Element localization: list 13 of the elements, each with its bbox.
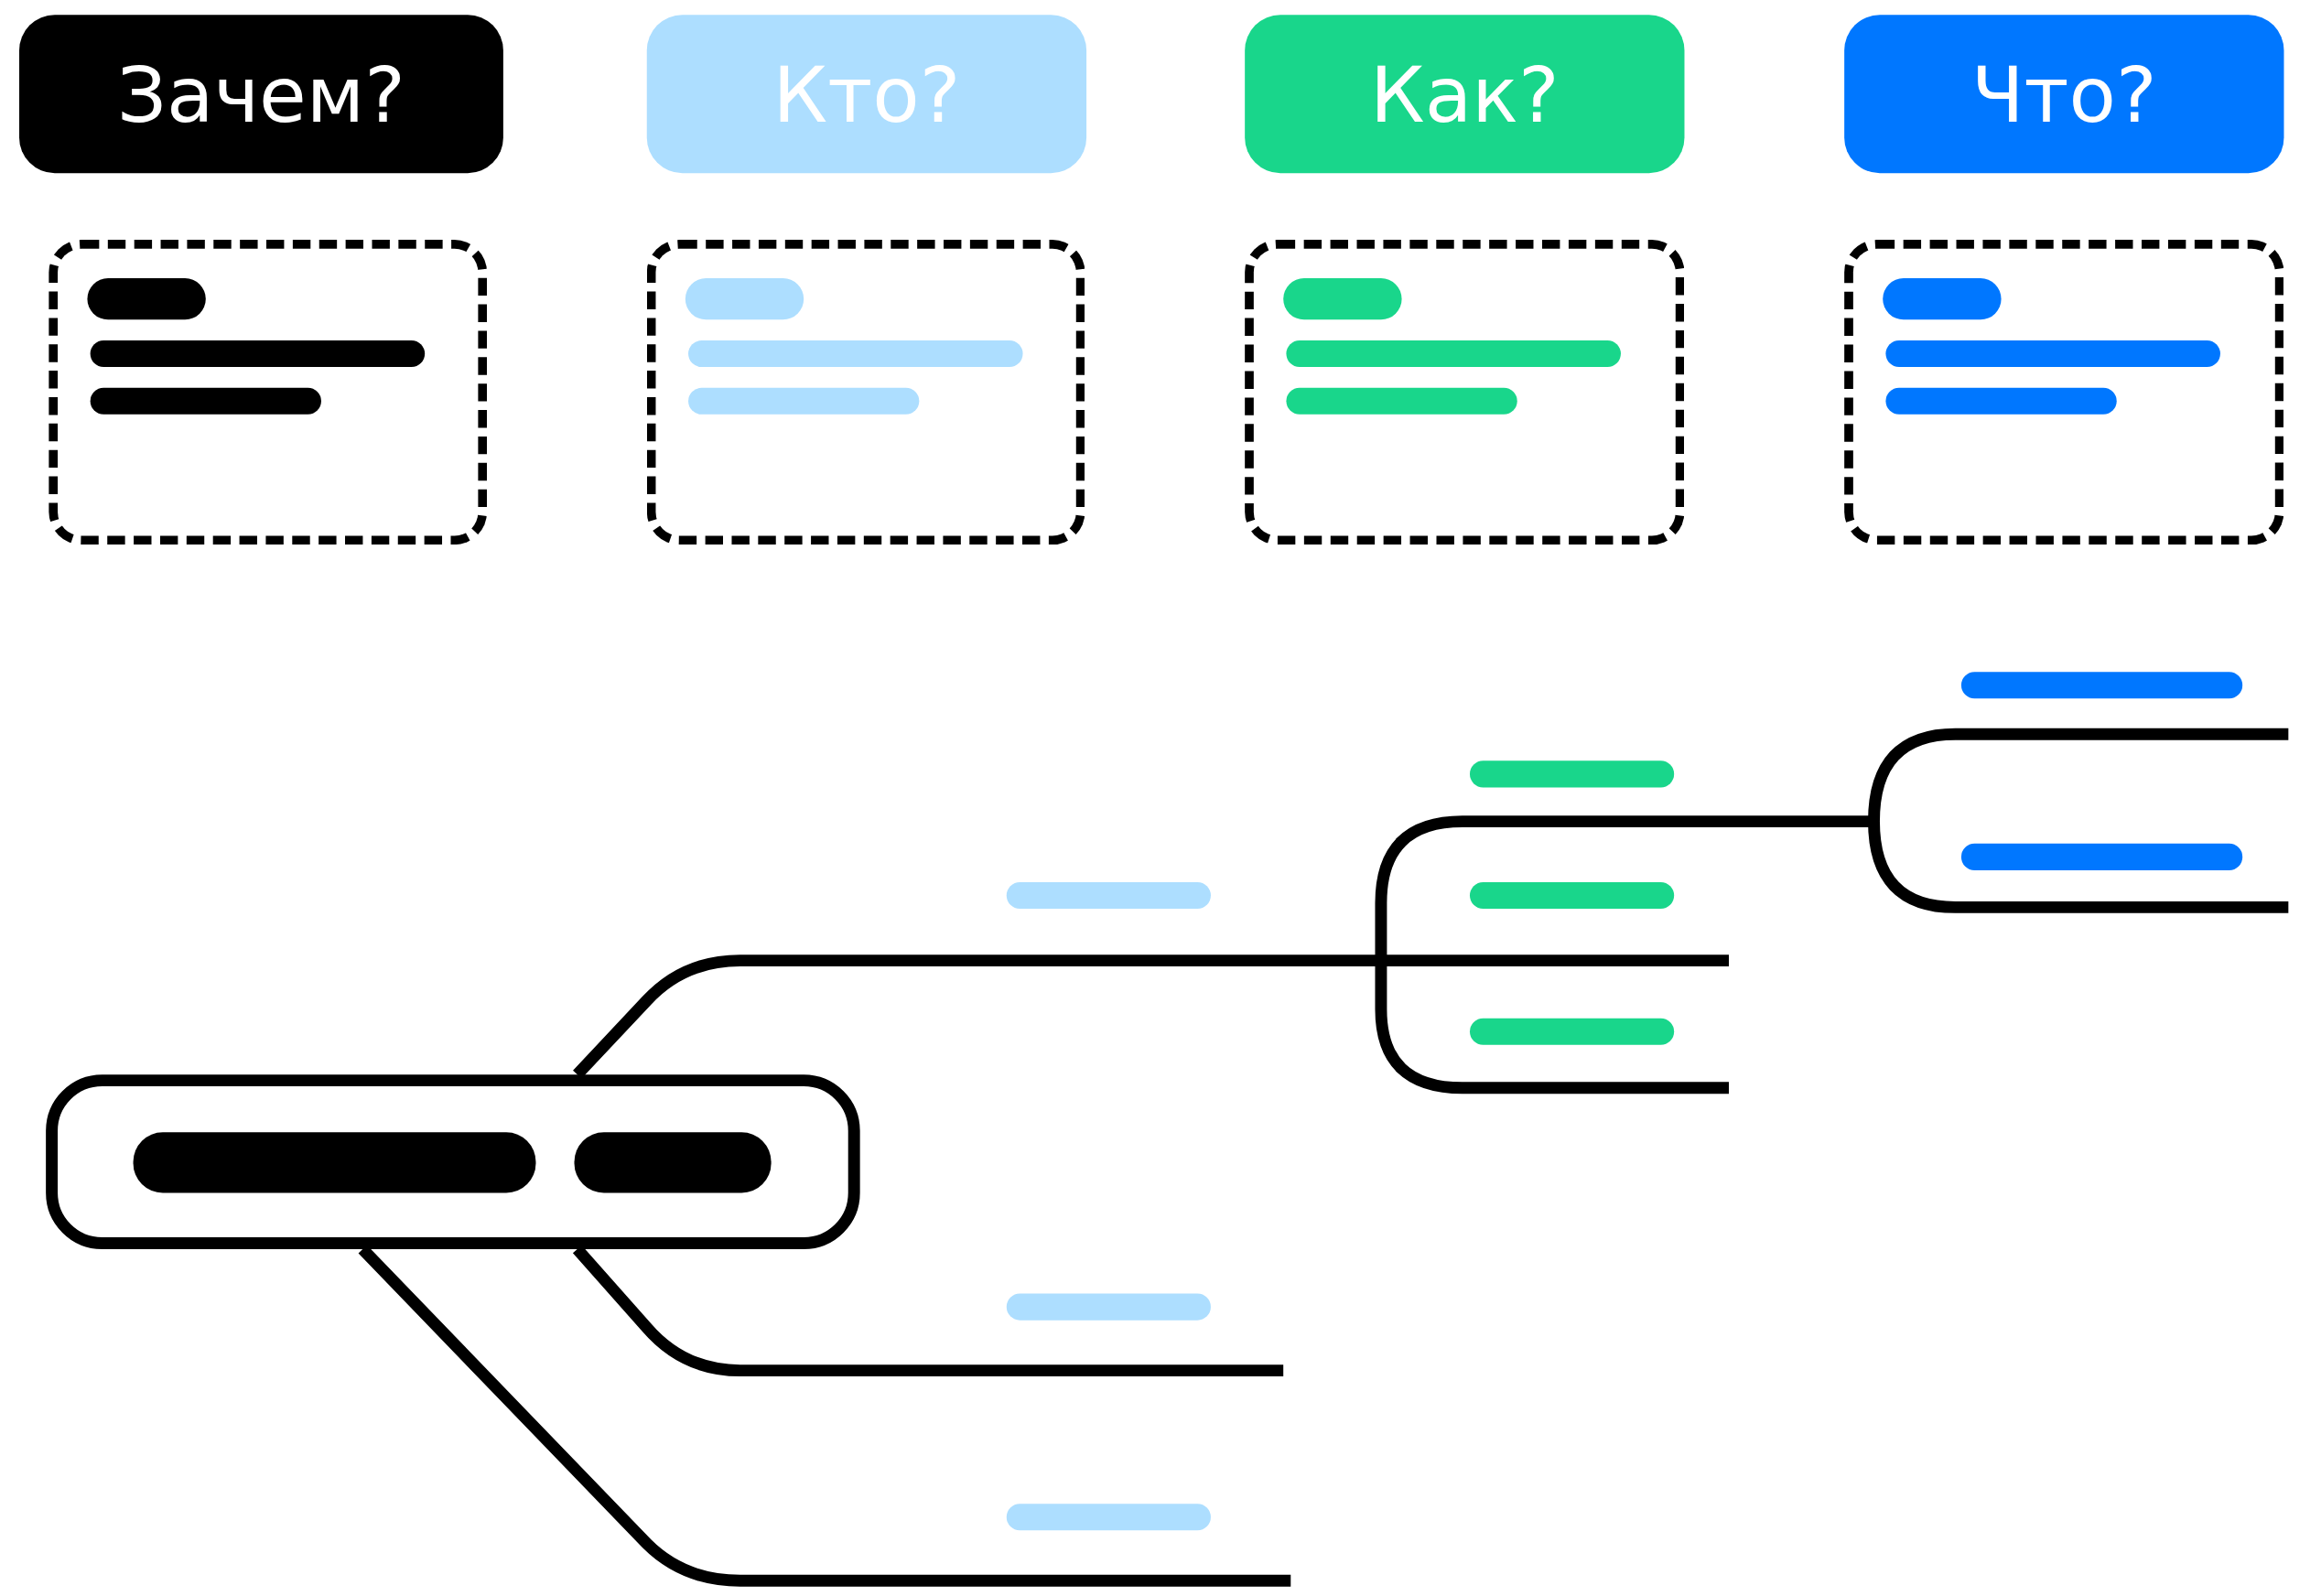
dashed-card (1245, 240, 1685, 545)
header-box (1844, 15, 2284, 174)
header-box (19, 15, 503, 174)
header-text: Что? (1970, 49, 2157, 139)
header-text: Как? (1369, 49, 1560, 139)
header-text: Зачем? (116, 49, 405, 139)
header-text: Кто? (772, 49, 961, 139)
header-box (1245, 15, 1685, 174)
dashed-card (1844, 240, 2284, 545)
dashed-card (49, 240, 488, 545)
header-box (646, 15, 1087, 174)
root-box (46, 1074, 860, 1249)
dashed-card (646, 240, 1085, 545)
